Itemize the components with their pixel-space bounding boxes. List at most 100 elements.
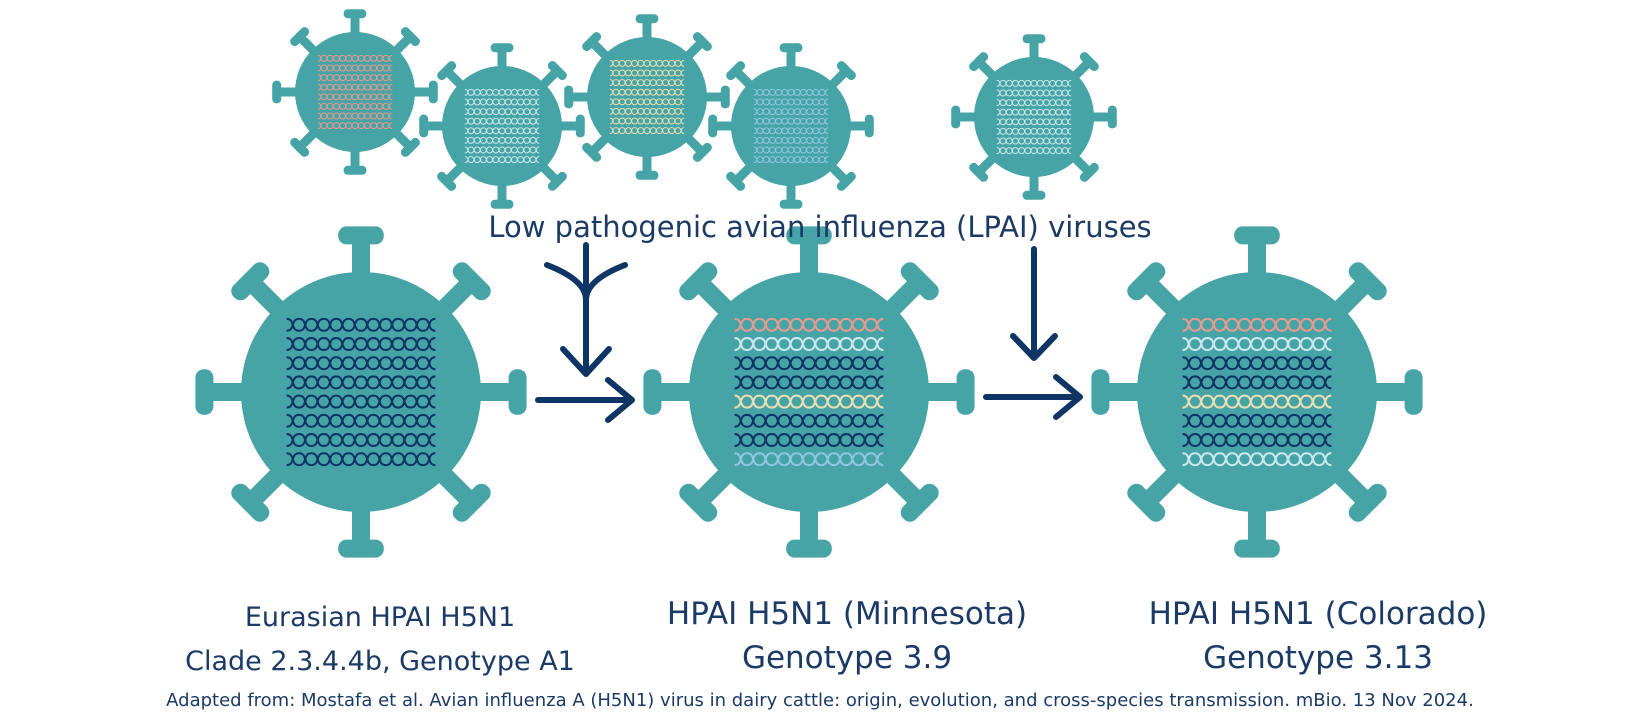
genome-segment [286, 452, 436, 467]
spike [643, 369, 694, 415]
genome-segment [996, 127, 1072, 135]
genome-segment [996, 89, 1072, 97]
spike [564, 85, 590, 109]
genome-segment [317, 74, 393, 82]
lpai-label: Low pathogenic avian influenza (LPAI) vi… [488, 210, 1152, 244]
genome-segment [317, 122, 393, 130]
genome-segment [317, 54, 393, 62]
genome-segment [753, 88, 829, 96]
spike [786, 507, 832, 558]
caption-eurasian: Eurasian HPAI H5N1 Clade 2.3.4.4b, Genot… [120, 596, 640, 684]
spike [884, 262, 939, 317]
spike [779, 183, 803, 209]
spike [343, 149, 367, 175]
spike [582, 32, 610, 60]
right-arrow-icon [983, 374, 1083, 420]
hpai-virus [195, 226, 527, 558]
genome-segment [753, 156, 829, 164]
genome-segment [753, 146, 829, 154]
genome-segment [464, 146, 540, 154]
spike [951, 105, 977, 129]
genome-segment [753, 136, 829, 144]
virus-body [689, 272, 929, 512]
spike [1234, 226, 1280, 277]
genome-segment [286, 394, 436, 409]
right-arrow-icon [535, 377, 635, 423]
genome-segment [1182, 433, 1332, 447]
merge-arrow-icon [544, 242, 628, 377]
hpai-virus [643, 226, 975, 558]
genome-segment [317, 83, 393, 91]
spike [1071, 52, 1099, 80]
genome-segment [734, 337, 884, 351]
hpai-virus-group [195, 226, 1423, 558]
spike [884, 467, 939, 522]
down-arrow-icon [1010, 246, 1058, 361]
lpai-virus [564, 14, 730, 180]
genome-segment [734, 356, 884, 371]
arrow-group [535, 242, 1083, 423]
genome-segment [753, 127, 829, 135]
genome-segment [464, 117, 540, 125]
lpai-virus [951, 34, 1117, 200]
spike [436, 262, 491, 317]
spike [1022, 174, 1046, 200]
spike [779, 43, 803, 69]
spike [392, 27, 420, 55]
spike [539, 61, 567, 89]
spike [1127, 262, 1182, 317]
caption-title: HPAI H5N1 (Minnesota) [666, 596, 1028, 632]
caption-colorado: HPAI H5N1 (Colorado) Genotype 3.13 [1058, 592, 1578, 680]
spike [231, 467, 286, 522]
spike [1332, 467, 1387, 522]
genome-segment [1182, 337, 1332, 351]
genome-segment [609, 107, 685, 115]
genome-segment [734, 433, 884, 447]
caption-minnesota: HPAI H5N1 (Minnesota) Genotype 3.9 [587, 592, 1107, 680]
spike [195, 369, 246, 415]
genome-segment [1182, 317, 1332, 332]
spike [828, 61, 856, 89]
lpai-virus-group [272, 9, 1117, 209]
genome-segment [734, 413, 884, 428]
genome-segment [609, 79, 685, 87]
caption-title: HPAI H5N1 (Colorado) [1148, 596, 1488, 632]
spike [490, 43, 514, 69]
citation: Adapted from: Mostafa et al. Avian influ… [166, 690, 1474, 711]
spike [679, 467, 734, 522]
genome-segment [317, 102, 393, 110]
genome-segment [753, 117, 829, 125]
genome-segment [286, 433, 436, 447]
genome-segment [464, 98, 540, 106]
genome-segment [609, 59, 685, 67]
spike [704, 85, 730, 109]
virus-body [974, 57, 1094, 177]
genome-segment [1182, 413, 1332, 428]
spike [272, 80, 298, 104]
caption-subtitle: Clade 2.3.4.4b, Genotype A1 [185, 646, 575, 677]
virus-body [587, 37, 707, 157]
spike [231, 262, 286, 317]
genome-segment [464, 108, 540, 116]
virus-body [1137, 272, 1377, 512]
genome-segment [464, 88, 540, 96]
genome-segment [286, 317, 436, 332]
spike [392, 129, 420, 157]
spike [969, 52, 997, 80]
genome-segment [734, 452, 884, 467]
genome-segment [1182, 452, 1332, 467]
genome-segment [1182, 394, 1332, 409]
spike [490, 183, 514, 209]
spike [436, 467, 491, 522]
spike [969, 154, 997, 182]
genome-segment [609, 88, 685, 96]
genome-segment [609, 127, 685, 135]
spike [1091, 105, 1117, 129]
spike [290, 27, 318, 55]
spike [338, 507, 384, 558]
lpai-virus [272, 9, 438, 175]
lpai-virus [419, 43, 585, 209]
spike [539, 163, 567, 191]
virus-body [241, 272, 481, 512]
